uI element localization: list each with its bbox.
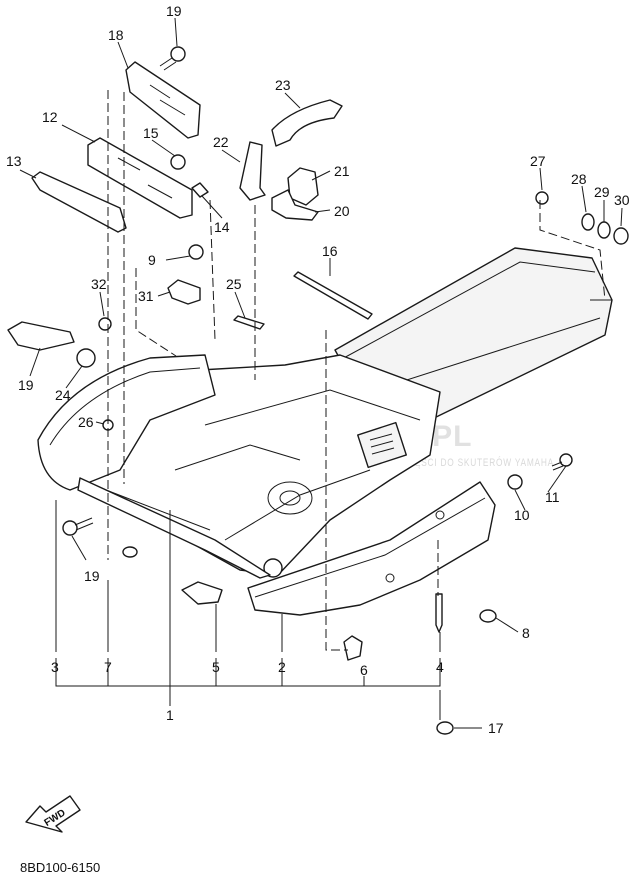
reference-code: 8BD100-6150 (20, 860, 100, 875)
part-12-bracket (87, 137, 193, 219)
part-13-strip (31, 171, 127, 233)
part-10-grommet (507, 474, 523, 490)
part-24-handle (271, 99, 343, 147)
callouts: 19 18 12 13 15 14 22 23 21 20 16 25 9 31… (6, 3, 630, 736)
part-15-nut (170, 154, 186, 170)
callout-3: 3 (51, 659, 59, 675)
part-11-bolt (559, 453, 573, 467)
part-8-grommet (479, 609, 497, 623)
side-cover-right (247, 481, 496, 616)
callout-9: 9 (148, 252, 156, 268)
callout-27: 26 (78, 414, 94, 430)
callout-7: 7 (104, 659, 112, 675)
callout-33: 32 (91, 276, 107, 292)
callout-2: 2 (278, 659, 286, 675)
part-20-cover (7, 321, 75, 351)
part-29-washer (581, 213, 595, 231)
part-7-plug (122, 546, 138, 558)
callout-8: 8 (522, 625, 530, 641)
part-19-bolt-lower (62, 520, 78, 536)
callout-11: 11 (545, 489, 560, 505)
part-28-bolt (535, 191, 549, 205)
callout-19-top: 19 (166, 3, 182, 19)
callout-30: 29 (594, 184, 610, 200)
callout-15: 15 (143, 125, 159, 141)
callout-17: 17 (488, 720, 504, 736)
part-6-clamp (343, 635, 363, 661)
callout-10: 10 (514, 507, 530, 523)
callout-16: 16 (322, 243, 338, 259)
callout-6: 6 (360, 662, 368, 678)
part-14-clip (191, 182, 209, 198)
callout-1: 1 (166, 707, 174, 723)
part-5-clip (181, 581, 223, 605)
callout-13: 13 (6, 153, 22, 169)
part-32-bracket (167, 279, 201, 305)
part-25-grommet (76, 348, 96, 368)
part-30-nut (597, 221, 611, 239)
part-26-strip (233, 315, 265, 330)
callout-28: 27 (530, 153, 546, 169)
fwd-arrow-icon: FWD (25, 795, 81, 833)
part-19-bolt-top (159, 46, 186, 71)
callout-21: 20 (334, 203, 350, 219)
part-18-bracket (125, 61, 201, 139)
part-9-grommet (188, 244, 204, 260)
callout-32: 31 (138, 288, 154, 304)
part-33-bolt (98, 317, 112, 331)
callout-23: 22 (213, 134, 229, 150)
callout-5: 5 (212, 659, 220, 675)
callout-18: 18 (108, 27, 124, 43)
part-21-bumper (271, 189, 319, 221)
callout-20: 19 (18, 377, 34, 393)
part-23-bar (239, 141, 266, 201)
front-cowl (37, 354, 271, 579)
callout-29: 28 (571, 171, 587, 187)
leader-lines (19, 17, 623, 729)
callout-31: 30 (614, 192, 630, 208)
callout-25: 24 (55, 387, 71, 403)
callout-4: 4 (436, 659, 444, 675)
callout-12: 12 (42, 109, 58, 125)
callout-22: 21 (334, 163, 350, 179)
callout-19-lower: 19 (84, 568, 100, 584)
part-31-cap (613, 227, 629, 245)
part-16-strip (293, 271, 373, 320)
callout-14: 14 (214, 219, 230, 235)
part-4-screw (435, 593, 443, 633)
callout-26: 25 (226, 276, 242, 292)
rear-frame-tail (334, 247, 613, 421)
callout-24: 23 (275, 77, 291, 93)
part-17-cap (436, 721, 454, 735)
